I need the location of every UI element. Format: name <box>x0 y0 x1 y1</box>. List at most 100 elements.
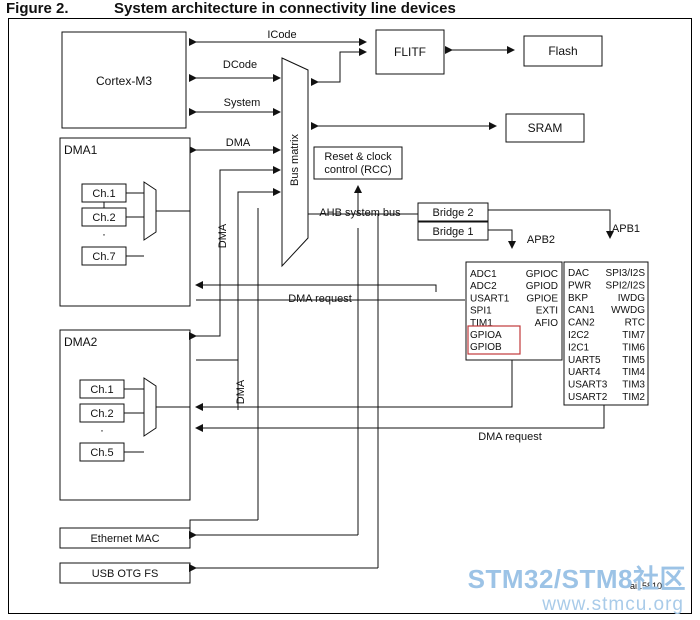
dma1-arbiter <box>143 181 157 241</box>
dma-vertical-label-1: DMA <box>217 223 229 248</box>
apb1-link <box>488 209 614 239</box>
dma2-label: DMA2 <box>64 335 98 349</box>
rcc-label-line2: control (RCC) <box>324 164 391 176</box>
bridge2-block <box>417 202 489 222</box>
peripheral-label: GPIOB <box>470 342 502 353</box>
peripheral-label: GPIOA <box>470 330 502 341</box>
ahb-bus: AHB system bus <box>308 185 418 568</box>
bridge2-label: Bridge 2 <box>433 207 474 219</box>
peripheral-label: ADC1 <box>470 269 497 280</box>
sram-block <box>505 113 585 143</box>
flash-block <box>523 35 603 67</box>
dma2-ellipsis: · <box>100 423 104 437</box>
peripheral-label: USART2 <box>568 392 608 403</box>
ethernet-master-link <box>189 519 258 528</box>
apb2-label: APB2 <box>527 234 555 246</box>
gpio-highlight-box <box>467 325 521 355</box>
apb1-peripherals <box>563 261 649 406</box>
peripheral-label: WWDG <box>611 305 645 316</box>
flitf-label: FLITF <box>394 45 426 59</box>
dma2-to-matrix <box>189 166 281 340</box>
peripheral-label: SPI3/I2S <box>606 268 646 279</box>
apb1-label: APB1 <box>612 223 640 235</box>
ahb-label: AHB system bus <box>319 207 401 219</box>
peripheral-label: CAN2 <box>568 318 595 329</box>
dma1-ellipsis: · <box>102 227 106 241</box>
dma2-arbiter <box>143 377 157 437</box>
figure-caption: System architecture in connectivity line… <box>114 0 456 17</box>
dma-request-2: DMA request <box>195 360 605 443</box>
dma1-ch2-label: Ch.2 <box>92 212 115 224</box>
figure-number: Figure 2. <box>6 0 69 17</box>
figure-frame <box>8 18 692 614</box>
dma2-bus-path <box>196 188 281 361</box>
peripheral-label: TIM1 <box>470 318 493 329</box>
dma-vertical-label-2: DMA <box>235 379 247 404</box>
peripheral-label: SPI2/I2S <box>606 280 646 291</box>
peripheral-label: SPI1 <box>470 306 492 317</box>
peripheral-label: UART5 <box>568 355 601 366</box>
peripheral-label: GPIOD <box>526 281 558 292</box>
peripheral-label: UART4 <box>568 367 601 378</box>
dma1-bus-label: DMA <box>226 137 251 149</box>
peripheral-label: TIM2 <box>622 392 645 403</box>
peripheral-label: I2C1 <box>568 342 590 353</box>
sram-label: SRAM <box>528 121 563 135</box>
dma-request-label-1: DMA request <box>288 293 352 305</box>
dcode-label: DCode <box>223 59 257 71</box>
usb-otg-block <box>59 562 191 584</box>
dma1-ch1-label: Ch.1 <box>92 188 115 200</box>
cortex-m3-label: Cortex-M3 <box>96 74 152 88</box>
peripheral-label: TIM5 <box>622 355 645 366</box>
bridge1-block <box>417 221 489 241</box>
dma2-ch5-label: Ch.5 <box>90 447 113 459</box>
peripheral-label: DAC <box>568 268 589 279</box>
apb2-peripherals <box>465 261 563 361</box>
usb-otg-label: USB OTG FS <box>92 568 159 580</box>
ethernet-mac-label: Ethernet MAC <box>90 533 159 545</box>
watermark-url: www.stmcu.org <box>542 594 684 615</box>
matrix-flitf-link <box>311 48 367 86</box>
peripheral-label: ADC2 <box>470 281 497 292</box>
dma1-ch7-label: Ch.7 <box>92 251 115 263</box>
peripheral-label: BKP <box>568 293 588 304</box>
bus-matrix-label: Bus matrix <box>289 134 301 186</box>
rcc-label-line1: Reset & clock <box>324 151 392 163</box>
watermark-text: STM32/STM8社区 <box>467 564 686 594</box>
rcc-block <box>313 146 403 180</box>
peripheral-label: TIM7 <box>622 330 645 341</box>
bus-matrix-block <box>281 57 309 268</box>
system-bus: System <box>189 97 281 116</box>
peripheral-label: TIM3 <box>622 380 645 391</box>
figure-id: ai15810 <box>630 581 663 591</box>
peripheral-label: EXTI <box>536 306 558 317</box>
system-label: System <box>224 97 261 109</box>
flash-label: Flash <box>548 44 577 58</box>
peripheral-label: GPIOE <box>526 293 558 304</box>
peripheral-label: GPIOC <box>526 269 558 280</box>
dma1-label: DMA1 <box>64 143 98 157</box>
peripheral-label: CAN1 <box>568 305 595 316</box>
peripheral-label: PWR <box>568 280 591 291</box>
figure-title: Figure 2. System architecture in connecti… <box>6 0 456 17</box>
apb2-link <box>488 229 516 249</box>
dma2-ch1-label: Ch.1 <box>90 384 113 396</box>
dma-request-label-2: DMA request <box>478 431 542 443</box>
peripheral-label: USART3 <box>568 380 608 391</box>
dma2-ch2-label: Ch.2 <box>90 408 113 420</box>
icode-bus: ICode <box>189 29 367 46</box>
bridge1-label: Bridge 1 <box>433 226 474 238</box>
flitf-block <box>375 29 445 75</box>
peripheral-label: AFIO <box>535 318 559 329</box>
peripheral-label: I2C2 <box>568 330 590 341</box>
dma-request-1: DMA request <box>195 281 465 305</box>
peripheral-label: IWDG <box>618 293 645 304</box>
peripheral-label: RTC <box>625 318 645 329</box>
dma1-bus: DMA <box>189 137 281 154</box>
peripheral-label: TIM6 <box>622 342 645 353</box>
